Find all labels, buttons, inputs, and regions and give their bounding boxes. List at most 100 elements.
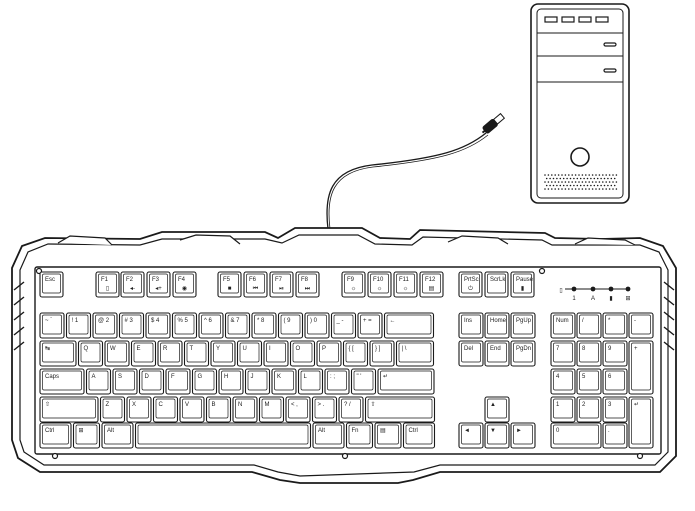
key-numpad-r3-1[interactable]: 2 [576,396,602,423]
key-numpad-r3-0[interactable]: 1 [550,396,576,423]
key-num-row-0[interactable]: ~ ` [39,312,65,339]
key-arrow-down[interactable]: ▼ [484,422,510,449]
key-arrow-right[interactable]: ► [510,422,536,449]
key-num-row-5[interactable]: % 5 [171,312,198,339]
key-bottom-3[interactable] [134,422,312,449]
key-num-row-6[interactable]: ^ 6 [198,312,224,339]
key-numpad-r0-1[interactable]: / [576,312,602,339]
key-nav-pgup[interactable]: PgUp [510,312,536,339]
key-qwerty-13[interactable]: | \ [395,340,435,367]
key-home-8[interactable]: K [271,368,297,395]
key-home-6[interactable]: H [218,368,244,395]
key-bottom-4[interactable]: Alt [312,422,345,449]
key-num-row-11[interactable]: _ - [330,312,357,339]
key-qwerty-1[interactable]: Q [77,340,104,367]
key-numpad-r1-2[interactable]: 9 [602,340,628,367]
key-numpad-r3-3[interactable]: ↵ [628,396,654,449]
key-bottom-6[interactable]: ▤ [374,422,402,449]
key-qwerty-3[interactable]: E [130,340,157,367]
key-numpad-r2-1[interactable]: 5 [576,368,602,395]
key-numpad-r1-3[interactable]: + [628,340,654,395]
key-qwerty-0[interactable]: ↹ [39,340,77,367]
key-nav-pgdn[interactable]: PgDn [510,340,536,367]
key-num-row-8[interactable]: * 8 [251,312,277,339]
key-arrow-left[interactable]: ◄ [458,422,484,449]
key-pause[interactable]: Pause▮ [510,271,535,298]
key-num-row-12[interactable]: + = [357,312,383,339]
key-shift-row-5[interactable]: B [205,396,232,423]
key-qwerty-12[interactable]: } ] [369,340,395,367]
key-num-row-1[interactable]: ! 1 [65,312,92,339]
key-f6[interactable]: F6⏮ [243,271,268,298]
key-numpad-r2-0[interactable]: 4 [550,368,576,395]
key-f12[interactable]: F12▤ [419,271,444,298]
key-home-2[interactable]: S [112,368,138,395]
key-numpad-r1-0[interactable]: 7 [550,340,576,367]
key-home-1[interactable]: A [85,368,112,395]
key-home-12[interactable]: ↵ [377,368,435,395]
key-f1[interactable]: F1▯ [95,271,120,298]
key-qwerty-4[interactable]: R [157,340,183,367]
key-f9[interactable]: F9☼ [341,271,366,298]
key-home-10[interactable]: : ; [324,368,350,395]
key-numpad-r0-2[interactable]: * [602,312,628,339]
key-home-11[interactable]: " ' [350,368,377,395]
key-qwerty-9[interactable]: O [289,340,316,367]
key-nav-end[interactable]: End [484,340,510,367]
key-shift-row-1[interactable]: Z [99,396,126,423]
key-numpad-dot[interactable]: . [602,422,628,449]
key-shift-row-11[interactable]: ⇧ [364,396,436,423]
key-shift-row-10[interactable]: ? / [338,396,364,423]
key-qwerty-10[interactable]: P [316,340,342,367]
key-bottom-1[interactable]: ⊞ [72,422,101,449]
key-shift-row-6[interactable]: N [232,396,258,423]
key-home-3[interactable]: D [138,368,165,395]
key-qwerty-6[interactable]: Y [210,340,236,367]
key-qwerty-11[interactable]: { [ [342,340,369,367]
key-prtsc[interactable]: PrtSc⏻ [458,271,483,298]
key-f7[interactable]: F7⏯ [269,271,294,298]
key-scrlk[interactable]: ScrLk [484,271,509,298]
key-f5[interactable]: F5■ [217,271,242,298]
key-f2[interactable]: F2◂- [120,271,145,298]
key-home-4[interactable]: F [165,368,191,395]
key-nav-ins[interactable]: Ins [458,312,484,339]
key-f11[interactable]: F11☼ [393,271,418,298]
key-shift-row-8[interactable]: < , [285,396,311,423]
key-qwerty-5[interactable]: T [183,340,210,367]
key-bottom-2[interactable]: Alt [101,422,134,449]
key-numpad-r0-3[interactable]: - [628,312,654,339]
key-num-row-4[interactable]: $ 4 [145,312,171,339]
key-home-0[interactable]: Caps [39,368,85,395]
key-qwerty-7[interactable]: U [236,340,263,367]
key-numpad-r3-2[interactable]: 3 [602,396,628,423]
key-nav-home[interactable]: Home [484,312,510,339]
key-home-7[interactable]: J [244,368,271,395]
key-numpad-r1-1[interactable]: 8 [576,340,602,367]
key-numpad-r2-2[interactable]: 6 [602,368,628,395]
key-bottom-0[interactable]: Ctrl [39,422,72,449]
key-nav-del[interactable]: Del [458,340,484,367]
key-shift-row-9[interactable]: > . [311,396,338,423]
key-num-row-3[interactable]: # 3 [118,312,145,339]
key-home-5[interactable]: G [191,368,218,395]
key-qwerty-8[interactable]: I [263,340,289,367]
key-num-row-9[interactable]: ( 9 [277,312,304,339]
key-shift-row-3[interactable]: C [152,396,179,423]
key-f3[interactable]: F3◂+ [146,271,171,298]
key-bottom-5[interactable]: Fn [345,422,374,449]
key-esc[interactable]: Esc [39,271,64,298]
key-numpad-0[interactable]: 0 [550,422,602,449]
key-numpad-r0-0[interactable]: Num [550,312,576,339]
key-shift-row-0[interactable]: ⇧ [39,396,99,423]
key-f8[interactable]: F8⏭ [295,271,320,298]
key-num-row-7[interactable]: & 7 [224,312,251,339]
key-num-row-2[interactable]: @ 2 [92,312,118,339]
key-arrow-up[interactable]: ▲ [484,396,510,423]
key-home-9[interactable]: L [297,368,324,395]
key-f4[interactable]: F4◉ [172,271,197,298]
key-bottom-7[interactable]: Ctrl [402,422,436,449]
key-qwerty-2[interactable]: W [104,340,130,367]
key-shift-row-2[interactable]: X [126,396,152,423]
key-shift-row-7[interactable]: M [258,396,285,423]
